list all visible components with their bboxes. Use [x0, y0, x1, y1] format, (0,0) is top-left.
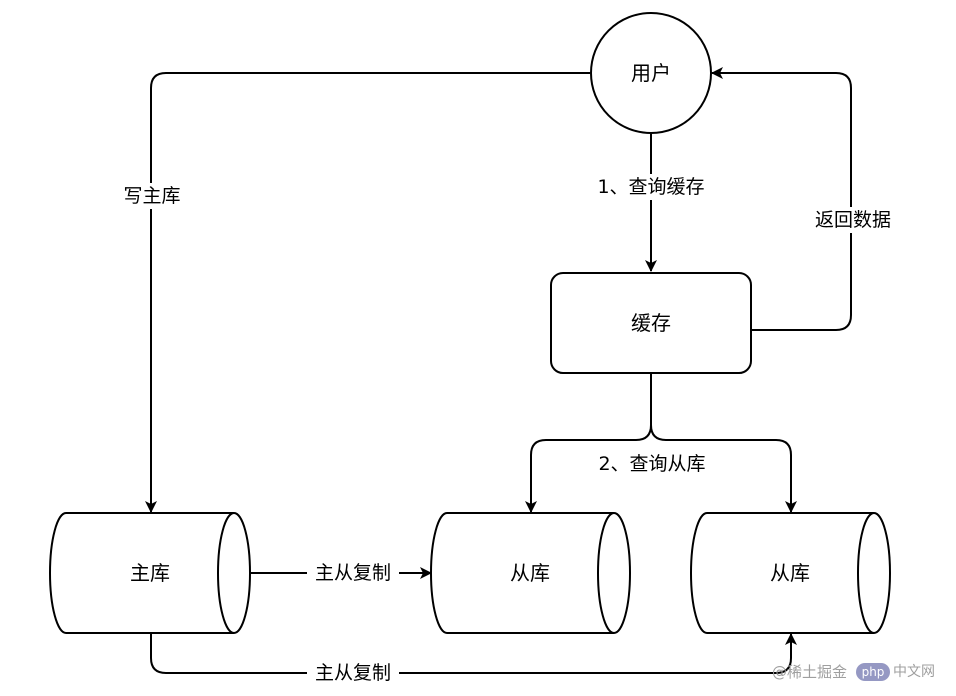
edge-query-slave-right [650, 424, 797, 513]
cache-node: 缓存 [550, 272, 752, 374]
slave-db-label-1: 从库 [510, 561, 550, 585]
edge-replication-2 [150, 633, 797, 674]
label-replication-1-text: 主从复制 [315, 562, 391, 584]
label-query-slave: 2、查询从库 [590, 451, 714, 477]
label-replication-2-text: 主从复制 [315, 662, 391, 684]
watermark-badge [856, 663, 890, 681]
label-write-master: 写主库 [118, 183, 186, 209]
edge-write-master [145, 72, 590, 513]
edge-query-slave-left [525, 373, 652, 513]
slave-db-label-2: 从库 [770, 561, 810, 585]
label-return-data-text: 返回数据 [815, 209, 891, 231]
label-query-cache-text: 1、查询缓存 [597, 176, 704, 198]
user-node-label: 用户 [631, 61, 671, 85]
watermark-badge-text: php [862, 665, 885, 679]
master-db-node: 主库 [49, 512, 251, 634]
label-replication-1: 主从复制 [307, 560, 399, 586]
user-node: 用户 [590, 12, 712, 134]
edge-return-data [711, 67, 852, 331]
slave-db-node-1: 从库 [430, 512, 631, 634]
watermark-text-2: 中文网 [893, 664, 935, 680]
label-write-master-text: 写主库 [123, 185, 180, 207]
watermark-text-1: @稀土掘金 [772, 663, 847, 681]
watermark: @稀土掘金 php 中文网 [772, 663, 935, 681]
label-return-data: 返回数据 [810, 207, 896, 233]
label-query-slave-text: 2、查询从库 [598, 453, 705, 475]
label-replication-2: 主从复制 [307, 660, 399, 686]
master-db-label: 主库 [130, 561, 170, 585]
label-query-cache: 1、查询缓存 [588, 174, 714, 200]
cache-node-label: 缓存 [631, 311, 671, 335]
slave-db-node-2: 从库 [690, 512, 891, 634]
